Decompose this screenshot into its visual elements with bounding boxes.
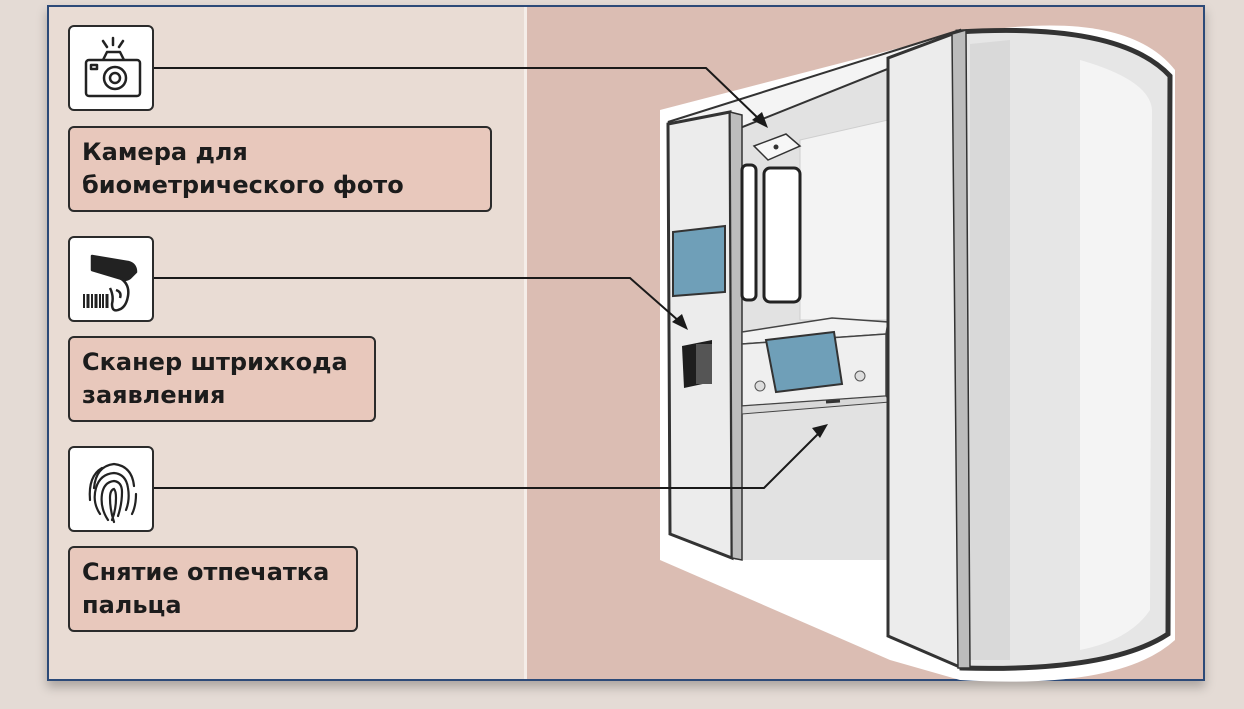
booth-cylinder-shadow (970, 40, 1010, 660)
barcode-scanner-icon (83, 254, 138, 312)
booth-kiosk-button-right (854, 370, 866, 382)
booth-scanner-slot-edge (696, 344, 712, 384)
booth-left-pillar-side (729, 111, 743, 561)
fingerprint-label-line-2: пальца (82, 591, 182, 619)
camera-label: Камера для биометрического фото (68, 126, 492, 212)
booth-fingerprint-pad (825, 399, 841, 404)
barcode-scanner-label: Сканер штрихкода заявления (68, 336, 376, 422)
barcode-scanner-icon-box (68, 236, 154, 322)
fingerprint-label: Снятие отпечатка пальца (68, 546, 358, 632)
booth-mirror-right (762, 166, 802, 304)
booth-cylinder-highlight (1080, 60, 1152, 650)
camera-icon (84, 36, 142, 98)
panel-divider (524, 7, 527, 679)
booth-kiosk-screen (764, 330, 844, 394)
barcode-scanner-label-line-1: Сканер штрихкода (82, 348, 348, 376)
booth-side-screen (672, 224, 726, 298)
booth-camera-lens (773, 144, 779, 150)
barcode-scanner-label-line-2: заявления (82, 381, 226, 409)
fingerprint-icon-box (68, 446, 154, 532)
booth-mirror-left (740, 163, 758, 302)
fingerprint-leader-arrowhead (812, 424, 828, 438)
fingerprint-leader-line (154, 431, 821, 489)
camera-leader-arrowhead (752, 112, 768, 128)
camera-icon-box (68, 25, 154, 111)
camera-label-line-2: биометрического фото (82, 171, 404, 199)
fingerprint-label-line-1: Снятие отпечатка (82, 558, 330, 586)
booth-kiosk-button-left (754, 380, 766, 392)
scanner-leader-line (154, 277, 681, 323)
camera-leader-line (154, 67, 761, 121)
scanner-leader-arrowhead (672, 314, 688, 330)
booth-interior-shade (799, 119, 889, 321)
booth-left-pillar (666, 110, 734, 561)
booth-right-pillar-edge (951, 29, 971, 669)
fingerprint-icon (88, 462, 138, 524)
booth-right-pillar (886, 29, 964, 671)
camera-label-line-1: Камера для (82, 138, 248, 166)
